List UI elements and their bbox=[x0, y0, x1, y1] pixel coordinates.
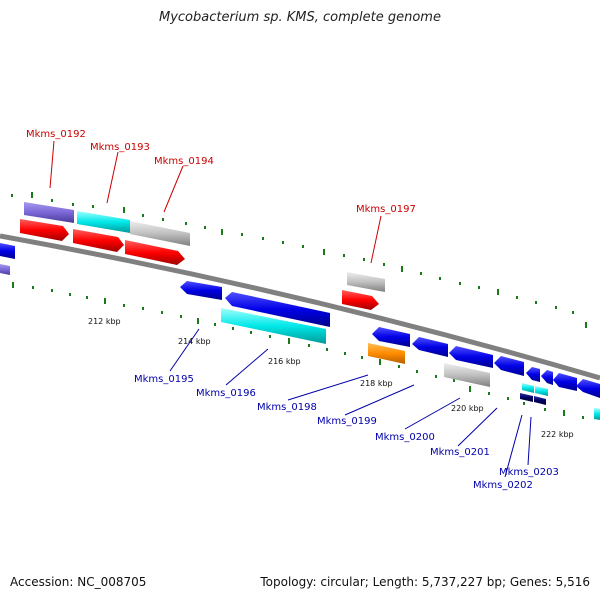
gene-feature-blue-e[interactable] bbox=[526, 367, 540, 382]
gene-feature-blue-g[interactable] bbox=[553, 373, 577, 391]
gene-feature-mkms-0196-blue[interactable] bbox=[225, 292, 330, 327]
gene-feature-red-3[interactable] bbox=[125, 240, 185, 265]
gene-label-mkms-0201[interactable]: Mkms_0201 bbox=[430, 447, 490, 458]
gene-feature-left-edge[interactable] bbox=[0, 264, 10, 275]
gene-label-mkms-0195[interactable]: Mkms_0195 bbox=[134, 374, 194, 385]
genome-summary-label: Topology: circular; Length: 5,737,227 bp… bbox=[260, 575, 590, 589]
gene-feature-mkms-0198[interactable] bbox=[368, 343, 405, 364]
gene-feature-mkms-0195[interactable] bbox=[180, 281, 222, 300]
gene-label-mkms-0199[interactable]: Mkms_0199 bbox=[317, 416, 377, 427]
gene-label-mkms-0200[interactable]: Mkms_0200 bbox=[375, 432, 435, 443]
kbp-label-214: 214 kbp bbox=[178, 337, 211, 346]
leader-lines-top bbox=[49, 140, 382, 264]
accession-label: Accession: NC_008705 bbox=[10, 575, 147, 589]
gene-label-mkms-0194[interactable]: Mkms_0194 bbox=[154, 156, 214, 167]
map-title: Mycobacterium sp. KMS, complete genome bbox=[159, 10, 441, 25]
gene-feature-cyan-edge[interactable] bbox=[594, 408, 600, 420]
leader-lines-bottom bbox=[169, 328, 532, 478]
kbp-label-212: 212 kbp bbox=[88, 317, 121, 326]
gene-label-mkms-0202[interactable]: Mkms_0202 bbox=[473, 480, 533, 491]
gene-feature-blue-a[interactable] bbox=[372, 327, 410, 347]
gene-feature-cyan-small-a[interactable] bbox=[522, 383, 534, 393]
gene-feature-blue-h[interactable] bbox=[576, 379, 600, 398]
gene-feature-blue-c[interactable] bbox=[449, 346, 493, 368]
gene-label-mkms-0197[interactable]: Mkms_0197 bbox=[356, 204, 416, 215]
gene-feature-mkms-0192[interactable] bbox=[24, 202, 74, 223]
gene-feature-red-1[interactable] bbox=[20, 219, 69, 241]
gene-feature-mkms-0200[interactable] bbox=[444, 363, 490, 387]
gene-feature-red-2[interactable] bbox=[73, 229, 124, 252]
gene-label-mkms-0196[interactable]: Mkms_0196 bbox=[196, 388, 256, 399]
kbp-label-220: 220 kbp bbox=[451, 404, 484, 413]
kbp-label-218: 218 kbp bbox=[360, 379, 393, 388]
gene-feature-cyan-small-b[interactable] bbox=[535, 386, 548, 396]
gene-label-mkms-0192[interactable]: Mkms_0192 bbox=[26, 129, 86, 140]
gene-feature-red-4[interactable] bbox=[342, 290, 379, 310]
kbp-label-222: 222 kbp bbox=[541, 430, 574, 439]
kbp-label-216: 216 kbp bbox=[268, 357, 301, 366]
gene-feature-mkms-0196[interactable] bbox=[221, 308, 326, 344]
gene-feature-mkms-0193[interactable] bbox=[77, 211, 130, 233]
gene-feature-mkms-0203[interactable] bbox=[534, 396, 546, 405]
gene-label-mkms-0203[interactable]: Mkms_0203 bbox=[499, 467, 559, 478]
genome-backbone bbox=[0, 233, 600, 381]
tick-track-lower bbox=[12, 282, 584, 419]
gene-features-lower bbox=[0, 243, 600, 420]
gene-feature-mkms-0194[interactable] bbox=[130, 221, 190, 246]
gene-label-mkms-0198[interactable]: Mkms_0198 bbox=[257, 402, 317, 413]
gene-feature-blue-f[interactable] bbox=[541, 370, 553, 385]
gene-feature-blue-left[interactable] bbox=[0, 243, 15, 259]
tick-track-upper bbox=[11, 192, 587, 328]
gene-feature-mkms-0202[interactable] bbox=[520, 393, 533, 402]
gene-feature-mkms-0197[interactable] bbox=[347, 272, 385, 292]
gene-label-mkms-0193[interactable]: Mkms_0193 bbox=[90, 142, 150, 153]
gene-features-upper bbox=[0, 202, 385, 310]
gene-feature-blue-b[interactable] bbox=[412, 337, 448, 357]
gene-feature-blue-d[interactable] bbox=[494, 356, 524, 376]
